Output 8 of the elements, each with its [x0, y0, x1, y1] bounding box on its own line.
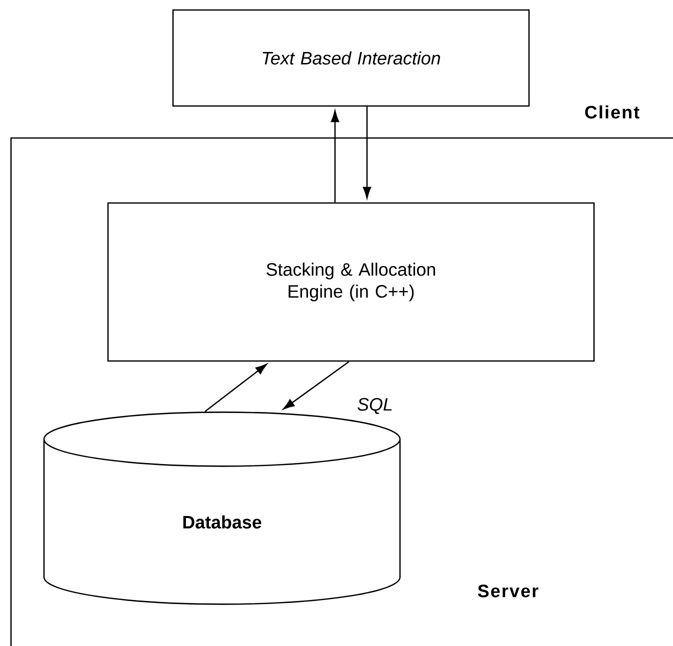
- process-box: Stacking & Allocation Engine (in C++): [107, 202, 595, 362]
- region-label: Client: [585, 105, 640, 119]
- process-box: Text Based Interaction: [172, 9, 530, 107]
- arrow: [362, 106, 372, 198]
- arrow: [330, 110, 340, 202]
- region-label: Server: [478, 584, 538, 598]
- arrow: [283, 361, 350, 410]
- arrow: [204, 364, 267, 412]
